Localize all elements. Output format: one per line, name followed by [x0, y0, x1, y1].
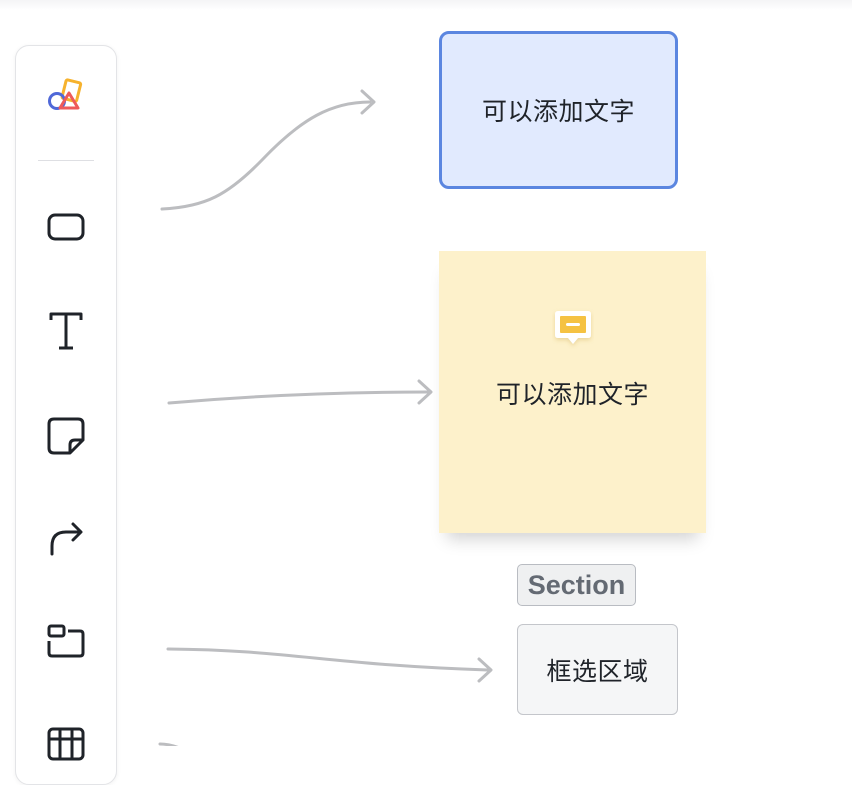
connector-to-section-arrowhead: [477, 657, 493, 683]
rectangle-tool-button[interactable]: [40, 201, 92, 253]
text-tool-button[interactable]: [40, 305, 92, 357]
text-icon: [49, 312, 83, 350]
section-frame[interactable]: 框选区域: [517, 624, 678, 715]
connector-to-sticky-arrowhead: [417, 379, 433, 405]
connector-lines: [158, 89, 493, 746]
rectangle-shape[interactable]: 可以添加文字: [439, 31, 678, 189]
table-tool-button[interactable]: [40, 718, 92, 770]
section-title-badge[interactable]: Section: [517, 564, 636, 606]
sticky-note-icon: [47, 417, 85, 455]
top-bar-shadow: [0, 0, 852, 10]
rounded-rectangle-icon: [47, 213, 85, 241]
sticky-note[interactable]: 可以添加文字: [439, 251, 706, 533]
left-toolbar: [15, 45, 117, 785]
connector-tool-button[interactable]: [40, 512, 92, 564]
sticky-note-text: 可以添加文字: [495, 380, 649, 409]
table-icon: [47, 727, 85, 761]
rectangle-shape-text: 可以添加文字: [481, 97, 635, 126]
section-tool-button[interactable]: [40, 615, 92, 667]
shapes-icon: [48, 78, 83, 110]
curved-arrow-icon: [50, 522, 83, 556]
sticky-note-tool-button[interactable]: [40, 410, 92, 462]
section-icon: [47, 624, 85, 658]
connector-to-rectangle: [160, 100, 372, 211]
section-frame-text: 框选区域: [546, 656, 649, 686]
connector-to-sticky: [167, 390, 430, 405]
shapes-library-button[interactable]: [40, 71, 92, 123]
connector-to-rectangle-arrowhead: [360, 89, 376, 115]
comment-icon[interactable]: [552, 307, 594, 349]
connector-to-section: [166, 647, 490, 672]
toolbar-divider: [38, 160, 94, 161]
